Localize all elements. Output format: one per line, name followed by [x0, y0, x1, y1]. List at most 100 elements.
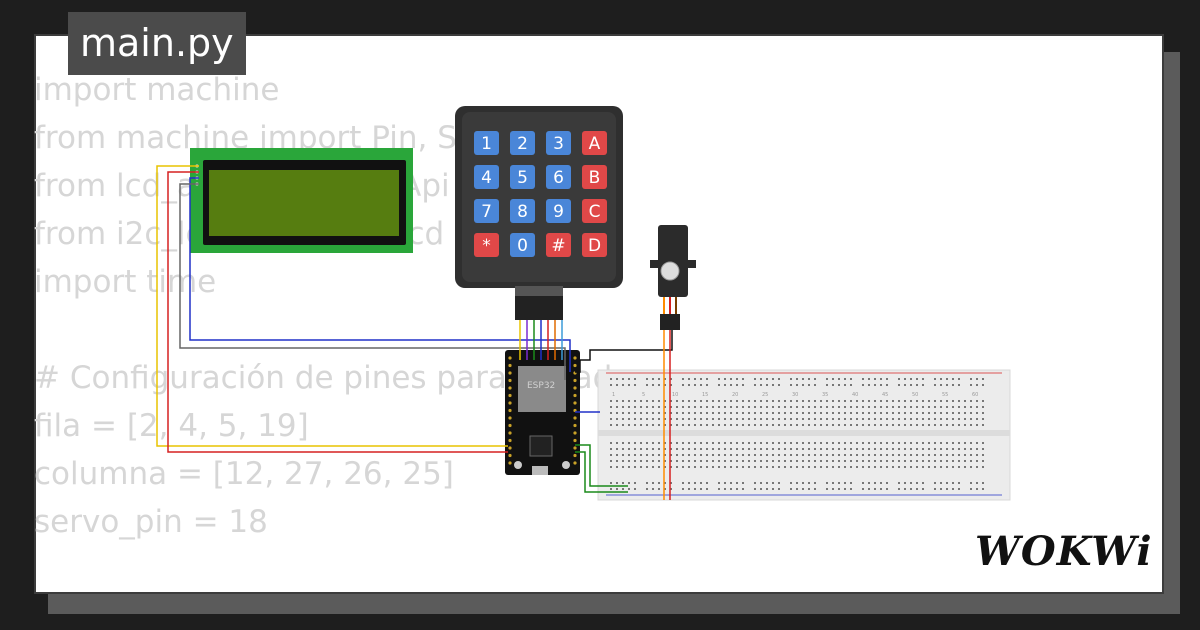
breadboard-hole: [652, 424, 654, 426]
keypad-key-5[interactable]: 5: [510, 165, 535, 189]
breadboard-hole: [706, 488, 708, 490]
file-name-tab[interactable]: main.py: [68, 12, 246, 75]
breadboard-hole: [748, 466, 750, 468]
breadboard-hole: [790, 424, 792, 426]
breadboard-hole: [874, 482, 876, 484]
breadboard-hole: [952, 406, 954, 408]
breadboard-hole: [922, 482, 924, 484]
breadboard-hole: [934, 448, 936, 450]
breadboard-hole: [952, 460, 954, 462]
breadboard-hole: [742, 454, 744, 456]
breadboard-hole: [946, 384, 948, 386]
breadboard-hole: [634, 488, 636, 490]
breadboard-hole: [724, 448, 726, 450]
breadboard-hole: [766, 400, 768, 402]
breadboard-hole: [730, 384, 732, 386]
servo-connector: [660, 314, 680, 330]
breadboard-hole: [688, 454, 690, 456]
reset-button[interactable]: [514, 461, 522, 469]
breadboard-hole: [664, 454, 666, 456]
breadboard-column-number: 15: [702, 392, 708, 398]
wires: [156, 165, 673, 500]
breadboard-hole: [928, 418, 930, 420]
breadboard-hole: [970, 448, 972, 450]
breadboard-hole: [904, 466, 906, 468]
keypad-key-B[interactable]: B: [582, 165, 607, 189]
breadboard-hole: [886, 482, 888, 484]
breadboard-hole: [730, 442, 732, 444]
breadboard-hole: [754, 406, 756, 408]
breadboard-column-number: 1: [612, 392, 615, 398]
breadboard-hole: [646, 424, 648, 426]
breadboard-hole: [886, 384, 888, 386]
keypad-key-2[interactable]: 2: [510, 131, 535, 155]
breadboard-hole: [706, 424, 708, 426]
breadboard-hole: [670, 488, 672, 490]
lcd-display[interactable]: [190, 148, 413, 253]
breadboard-hole: [922, 400, 924, 402]
breadboard-hole: [718, 418, 720, 420]
breadboard-hole: [676, 424, 678, 426]
breadboard-hole: [700, 412, 702, 414]
keypad-key-A[interactable]: A: [582, 131, 607, 155]
keypad-key-7[interactable]: 7: [474, 199, 499, 223]
breadboard-hole: [688, 424, 690, 426]
breadboard-hole: [628, 384, 630, 386]
keypad-key-3[interactable]: 3: [546, 131, 571, 155]
keypad-key-4[interactable]: 4: [474, 165, 499, 189]
esp32-pin: [508, 401, 512, 405]
breadboard-hole: [616, 378, 618, 380]
breadboard-hole: [640, 460, 642, 462]
breadboard-hole: [694, 400, 696, 402]
breadboard-hole: [646, 488, 648, 490]
breadboard-hole: [940, 448, 942, 450]
breadboard-hole: [868, 384, 870, 386]
keypad-key-1[interactable]: 1: [474, 131, 499, 155]
breadboard-hole: [946, 418, 948, 420]
esp32-pin: [508, 431, 512, 435]
keypad-key-*[interactable]: *: [474, 233, 499, 257]
breadboard-hole: [910, 488, 912, 490]
breadboard-hole: [670, 406, 672, 408]
keypad-key-0[interactable]: 0: [510, 233, 535, 257]
breadboard-hole: [736, 466, 738, 468]
breadboard-hole: [652, 460, 654, 462]
breadboard-hole: [724, 400, 726, 402]
breadboard-hole: [688, 378, 690, 380]
breadboard-hole: [766, 488, 768, 490]
breadboard-hole: [970, 400, 972, 402]
breadboard-hole: [742, 482, 744, 484]
breadboard-hole: [874, 448, 876, 450]
breadboard-hole: [718, 442, 720, 444]
keypad-key-8[interactable]: 8: [510, 199, 535, 223]
key-cap: [510, 165, 535, 189]
breadboard-hole: [796, 448, 798, 450]
breadboard-hole: [634, 400, 636, 402]
boot-button[interactable]: [562, 461, 570, 469]
breadboard-hole: [802, 406, 804, 408]
esp32-board[interactable]: ESP32: [505, 350, 580, 475]
breadboard-hole: [670, 412, 672, 414]
breadboard-hole: [700, 384, 702, 386]
breadboard-hole: [718, 482, 720, 484]
breadboard-hole: [898, 460, 900, 462]
breadboard-hole: [790, 448, 792, 450]
breadboard-hole: [796, 412, 798, 414]
breadboard-hole: [718, 378, 720, 380]
breadboard-hole: [838, 384, 840, 386]
breadboard-hole: [922, 384, 924, 386]
keypad-key-D[interactable]: D: [582, 233, 607, 257]
breadboard-hole: [940, 412, 942, 414]
keypad-key-C[interactable]: C: [582, 199, 607, 223]
breadboard-hole: [754, 482, 756, 484]
breadboard-hole: [694, 460, 696, 462]
servo-motor[interactable]: [650, 225, 696, 330]
breadboard-hole: [706, 406, 708, 408]
keypad-key-9[interactable]: 9: [546, 199, 571, 223]
keypad-key-#[interactable]: #: [546, 233, 571, 257]
keypad-key-6[interactable]: 6: [546, 165, 571, 189]
breadboard-hole: [970, 412, 972, 414]
breadboard-hole: [814, 384, 816, 386]
